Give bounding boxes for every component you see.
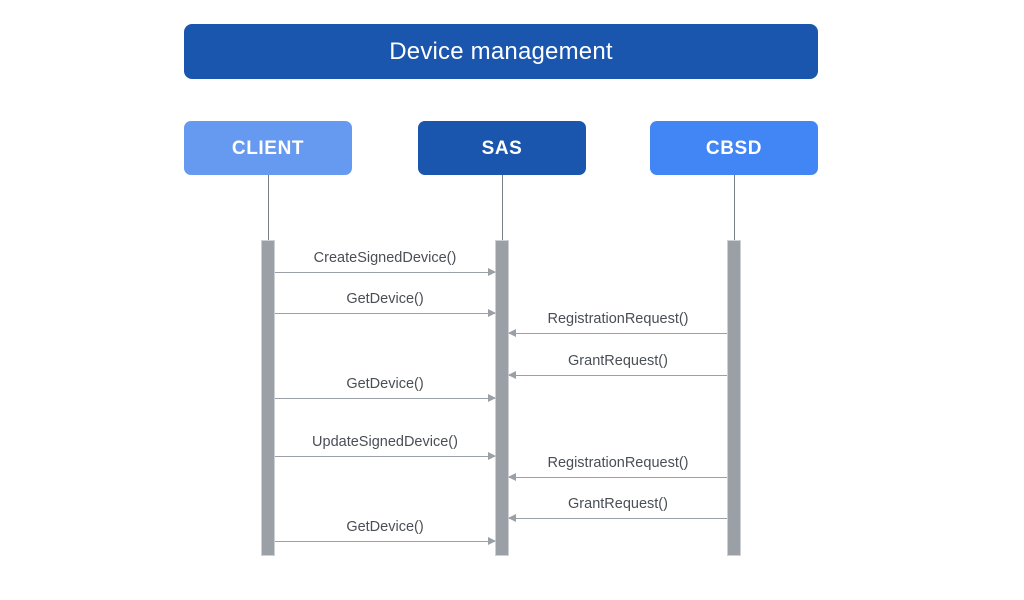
lifeline-client <box>268 175 269 241</box>
message-line <box>275 398 495 399</box>
message-label: UpdateSignedDevice() <box>312 433 458 450</box>
message-line <box>509 375 727 376</box>
arrowhead-left-icon <box>508 371 516 379</box>
message-label: GrantRequest() <box>568 352 668 369</box>
arrowhead-right-icon <box>488 394 496 402</box>
arrowhead-left-icon <box>508 514 516 522</box>
message-line <box>509 333 727 334</box>
participant-client-label: CLIENT <box>231 137 305 159</box>
diagram-title-bar: Device management <box>184 24 818 79</box>
message-label: GetDevice() <box>346 290 424 307</box>
message-line <box>509 477 727 478</box>
message-line <box>275 456 495 457</box>
message-label: GetDevice() <box>346 518 424 535</box>
arrowhead-right-icon <box>488 309 496 317</box>
message-label: GrantRequest() <box>568 495 668 512</box>
participant-cbsd[interactable]: CBSD <box>650 121 818 175</box>
message-line <box>509 518 727 519</box>
message-label: GetDevice() <box>346 375 424 392</box>
arrowhead-left-icon <box>508 329 516 337</box>
participant-sas[interactable]: SAS <box>418 121 586 175</box>
lifeline-cbsd <box>734 175 735 241</box>
activation-bar-cbsd <box>727 240 741 556</box>
participant-cbsd-label: CBSD <box>705 137 763 159</box>
diagram-title: Device management <box>389 37 613 65</box>
arrowhead-left-icon <box>508 473 516 481</box>
activation-bar-client <box>261 240 275 556</box>
participant-client[interactable]: CLIENT <box>184 121 352 175</box>
activation-bar-sas <box>495 240 509 556</box>
lifeline-sas <box>502 175 503 241</box>
message-label: RegistrationRequest() <box>547 310 689 327</box>
message-line <box>275 541 495 542</box>
arrowhead-right-icon <box>488 268 496 276</box>
message-label: RegistrationRequest() <box>547 454 689 471</box>
message-line <box>275 313 495 314</box>
message-label: CreateSignedDevice() <box>313 249 457 266</box>
arrowhead-right-icon <box>488 452 496 460</box>
arrowhead-right-icon <box>488 537 496 545</box>
participant-sas-label: SAS <box>481 137 523 159</box>
message-line <box>275 272 495 273</box>
